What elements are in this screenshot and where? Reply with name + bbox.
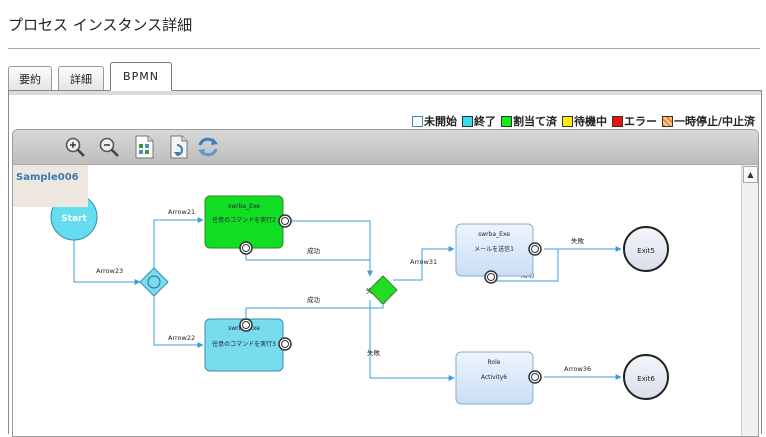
tab-bpmn[interactable]: BPMN	[110, 62, 172, 91]
refresh-button[interactable]	[196, 135, 220, 159]
flow-arrow31	[393, 246, 455, 281]
boundary-event-inner	[281, 340, 289, 348]
tab-summary[interactable]: 要約	[8, 66, 52, 90]
boundary-event-inner	[531, 373, 539, 381]
legend-label: 終了	[473, 115, 496, 128]
not-started-swatch	[411, 115, 423, 127]
label-arrow22: Arrow22	[168, 334, 195, 342]
diagram-name-box: Sample006	[13, 165, 88, 207]
refresh-icon	[198, 137, 218, 157]
legend-suspended: 一時停止/中止済	[661, 113, 755, 129]
vertical-scrollbar[interactable]: ▲	[741, 165, 758, 436]
boundary-event[interactable]	[278, 214, 292, 228]
fit-page-icon	[135, 135, 154, 159]
zoom-in-button[interactable]	[63, 135, 87, 159]
diagram-name: Sample006	[16, 172, 79, 183]
export-icon	[170, 135, 188, 159]
gateway-split[interactable]	[139, 267, 169, 297]
zoom-out-icon	[99, 137, 119, 157]
boundary-event[interactable]	[528, 242, 542, 256]
status-legend: 未開始 終了 割当て済 待機中 エラー 一時停止/中止済	[407, 113, 755, 129]
task-command2-text: 任意のコマンドを実行2	[212, 216, 276, 224]
tab-details[interactable]: 詳細	[58, 66, 104, 90]
flow-arrow23	[73, 240, 141, 285]
boundary-event[interactable]	[528, 370, 542, 384]
export-button[interactable]	[167, 135, 191, 159]
boundary-event-inner	[487, 273, 495, 281]
boundary-event[interactable]	[239, 241, 253, 255]
legend-not-started: 未開始	[411, 113, 457, 129]
label-success2: 成功	[307, 295, 321, 304]
page-title: プロセス インスタンス詳細	[8, 16, 193, 34]
label-arrow21: Arrow21	[168, 208, 195, 216]
panel-top-bar	[9, 91, 761, 95]
boundary-event-inner	[531, 245, 539, 253]
fit-page-button[interactable]	[132, 135, 156, 159]
task-command3-text: 任意のコマンドを実行3	[212, 340, 276, 348]
task-send-mail-text: メールを送信1	[474, 245, 514, 253]
flow-arrow22	[153, 295, 204, 348]
gateway-merge[interactable]	[368, 275, 398, 305]
boundary-event-inner	[242, 244, 250, 252]
label-arrow36: Arrow36	[564, 365, 591, 373]
bpmn-panel: 未開始 終了 割当て済 待機中 エラー 一時停止/中止済	[8, 90, 762, 437]
task-activity6-title: Role	[488, 359, 501, 366]
start-event-label: Start	[61, 214, 87, 224]
finished-swatch	[461, 115, 473, 127]
boundary-event[interactable]	[239, 318, 253, 332]
end-event-exit5[interactable]	[623, 226, 669, 272]
viewer-toolbar	[13, 130, 758, 165]
bpmn-viewer: Sample006	[12, 129, 759, 437]
scroll-up-icon[interactable]: ▲	[743, 166, 758, 183]
label-fail3: 失敗	[571, 236, 585, 245]
legend-label: エラー	[623, 115, 657, 128]
legend-waiting: 待機中	[561, 113, 607, 129]
gateway-split-marker	[147, 275, 161, 289]
flow-arrow21	[153, 217, 204, 269]
legend-label: 待機中	[573, 115, 607, 128]
error-swatch	[611, 115, 623, 127]
boundary-event-inner	[281, 217, 289, 225]
task-activity6-text: Activity6	[481, 374, 507, 381]
legend-assigned: 割当て済	[500, 113, 557, 129]
flow-green-to-gateway	[286, 220, 373, 277]
legend-label: 割当て済	[512, 115, 557, 128]
waiting-swatch	[561, 115, 573, 127]
scroll-track[interactable]	[744, 185, 755, 425]
legend-finished: 終了	[461, 113, 496, 129]
assigned-swatch	[500, 115, 512, 127]
label-success1: 成功	[307, 246, 321, 255]
task-command2-title: swrba_Exe	[228, 203, 260, 210]
end-event-exit6-label: Exit6	[637, 375, 655, 383]
boundary-event[interactable]	[484, 270, 498, 284]
zoom-in-icon	[65, 137, 85, 157]
task-send-mail-title: swrba_Exe	[478, 231, 510, 238]
label-arrow31: Arrow31	[410, 258, 437, 266]
boundary-event[interactable]	[278, 337, 292, 351]
legend-error: エラー	[611, 113, 657, 129]
label-fail2: 失敗	[367, 348, 381, 357]
bpmn-canvas[interactable]: Sample006	[13, 165, 741, 436]
legend-label: 一時停止/中止済	[673, 115, 755, 128]
bpmn-diagram: Arrow23 Arrow21 Arrow22 成功 成功 失敗 失敗 Arro…	[50, 193, 669, 405]
title-divider	[8, 48, 760, 49]
boundary-event-inner	[242, 321, 250, 329]
end-event-exit6[interactable]	[623, 354, 669, 400]
legend-label: 未開始	[423, 115, 457, 128]
label-arrow23: Arrow23	[96, 267, 123, 275]
flow-fail2	[369, 300, 455, 381]
zoom-out-button[interactable]	[97, 135, 121, 159]
suspended-swatch	[661, 115, 673, 127]
end-event-exit5-label: Exit5	[637, 247, 655, 255]
